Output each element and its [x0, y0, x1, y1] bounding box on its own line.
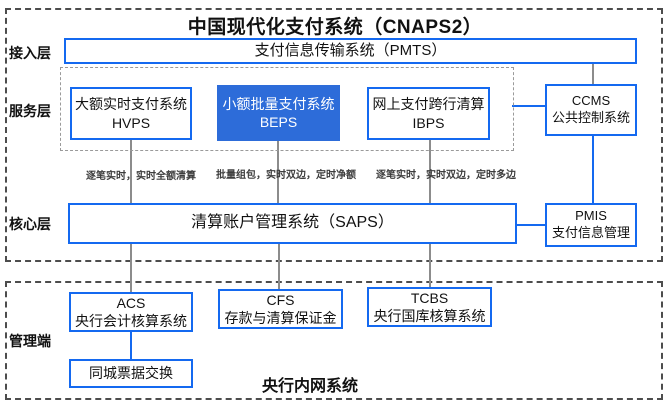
- bill-exchange-label: 同城票据交换: [89, 365, 173, 382]
- lower-section-border: [5, 281, 663, 400]
- saps-label: 清算账户管理系统（SAPS）: [191, 214, 394, 232]
- intranet-label: 央行内网系统: [261, 378, 358, 395]
- node-tcbs: TCBS 央行国库核算系统: [367, 287, 492, 327]
- node-ibps: 网上支付跨行清算 IBPS: [367, 87, 490, 140]
- connector-ccms-pmis: [592, 136, 594, 204]
- pmis-name: 支付信息管理: [551, 225, 630, 240]
- cfs-name: 存款与清算保证金: [224, 310, 337, 326]
- node-bill-exchange: 同城票据交换: [69, 359, 193, 388]
- cfs-abbr: CFS: [266, 291, 295, 308]
- connector-saps-pmis: [517, 224, 545, 226]
- connector-saps-acs: [130, 244, 132, 293]
- upper-section-border: [5, 8, 663, 262]
- pmis-abbr: PMIS: [575, 208, 607, 224]
- diagram-title: 中国现代化支付系统（CNAPS2）: [187, 17, 483, 38]
- layer-label-management: 管理端: [9, 333, 51, 349]
- beps-name: 小额批量支付系统: [222, 95, 335, 112]
- tcbs-abbr: TCBS: [410, 289, 449, 306]
- ibps-name: 网上支付跨行清算: [372, 96, 485, 113]
- ccms-name: 公共控制系统: [551, 110, 630, 125]
- connector-ibps-saps: [429, 140, 431, 204]
- layer-label-core: 核心层: [9, 216, 51, 232]
- node-beps: 小额批量支付系统 BEPS: [217, 85, 340, 141]
- node-pmis: PMIS 支付信息管理: [545, 203, 637, 247]
- node-acs: ACS 央行会计核算系统: [69, 292, 193, 332]
- acs-name: 央行会计核算系统: [75, 313, 187, 329]
- node-cfs: CFS 存款与清算保证金: [218, 289, 343, 329]
- layer-label-access: 接入层: [9, 45, 51, 61]
- service-group-border: [60, 67, 514, 151]
- annotation-hvps: 逐笔实时，实时全额清算: [86, 171, 196, 182]
- connector-pmts-ccms: [592, 64, 594, 85]
- acs-abbr: ACS: [116, 294, 146, 311]
- ibps-abbr: IBPS: [412, 114, 445, 131]
- annotation-beps: 批量组包，实时双边，定时净额: [216, 170, 356, 181]
- node-hvps: 大额实时支付系统 HVPS: [70, 87, 192, 140]
- node-ccms: CCMS 公共控制系统: [545, 84, 637, 136]
- annotation-ibps: 逐笔实时，实时双边，定时多边: [376, 170, 516, 181]
- hvps-abbr: HVPS: [111, 114, 151, 131]
- connector-hvps-saps: [130, 140, 132, 204]
- connector-acs-billexchange: [130, 332, 132, 359]
- connector-saps-cfs: [278, 244, 280, 290]
- connector-beps-saps: [277, 141, 279, 204]
- beps-abbr: BEPS: [259, 114, 298, 130]
- tcbs-name: 央行国库核算系统: [373, 308, 486, 324]
- connector-saps-tcbs: [429, 244, 431, 288]
- connector-servicebox-ccms: [512, 105, 545, 107]
- node-pmts: 支付信息传输系统（PMTS）: [64, 38, 637, 64]
- hvps-name: 大额实时支付系统: [75, 96, 187, 113]
- ccms-abbr: CCMS: [571, 93, 611, 109]
- node-saps: 清算账户管理系统（SAPS）: [68, 203, 517, 244]
- layer-label-service: 服务层: [9, 103, 51, 119]
- pmts-label: 支付信息传输系统（PMTS）: [254, 42, 447, 60]
